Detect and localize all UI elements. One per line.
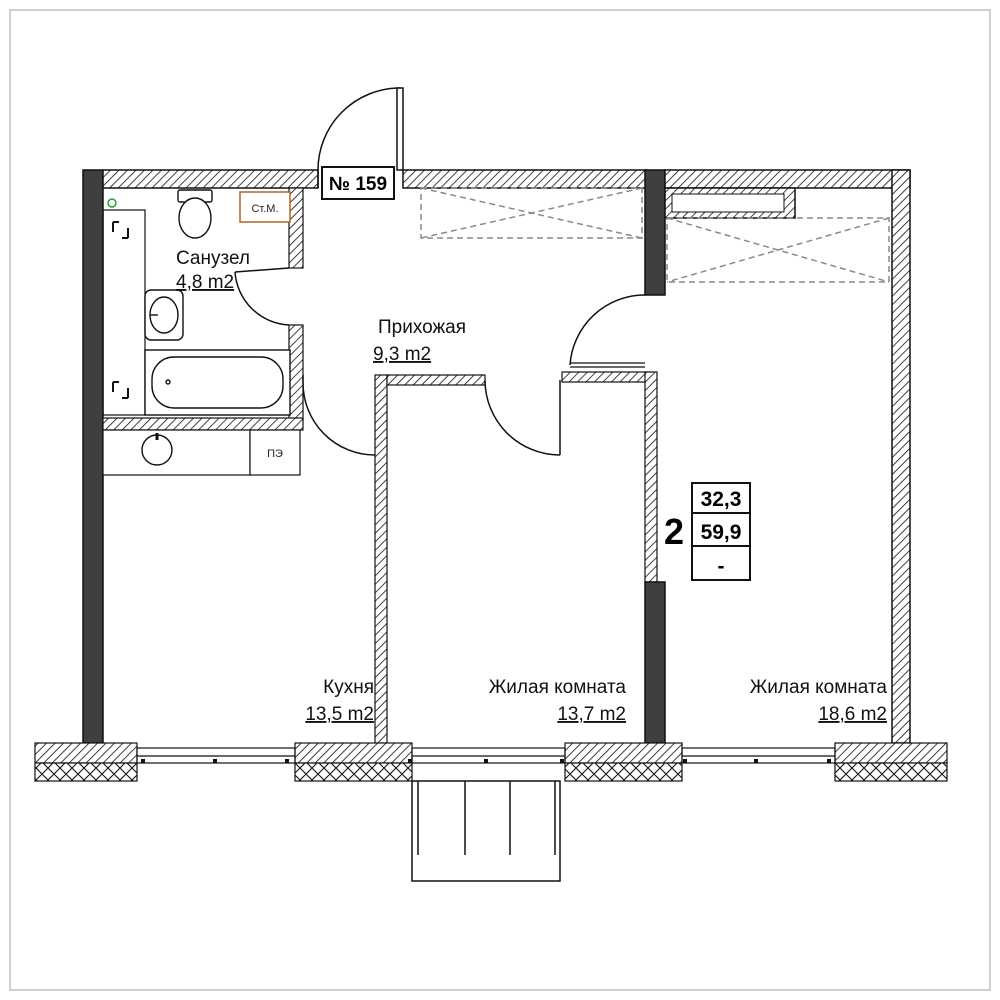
hallway-area: 9,3 m2 [373,344,431,365]
kitchen-door [302,382,376,456]
kitchen-area: 13,5 m2 [305,704,374,725]
living-room-2-door [569,294,646,366]
bathtub-icon [144,349,291,416]
bottom-wall [34,742,948,782]
living-room-2-name: Жилая комната [750,677,888,698]
toilet-icon [177,189,213,239]
balcony [411,780,561,882]
living-room-1-door [484,379,561,456]
living-room-1-area: 13,7 m2 [557,704,626,725]
panel-label: ПЭ [267,448,283,460]
corner-marker-top [112,221,129,239]
sink-icon [144,289,184,341]
rooms-count: 2 [664,511,684,552]
page-frame [9,9,991,991]
bathroom-name: Санузел [176,248,250,269]
area-summary: 2 32,3 59,9 - [664,482,751,581]
kitchen-name: Кухня [323,677,374,698]
overhead-zones [420,187,890,283]
living-area-value: 32,3 [701,488,742,511]
extra-value: - [718,555,725,578]
bathroom-area: 4,8 m2 [176,272,234,293]
doors [234,87,646,456]
bathroom-fixtures [102,189,291,476]
living-room-1-name: Жилая комната [489,677,627,698]
corner-marker-bottom [112,381,129,399]
apartment-number: № 159 [329,174,387,195]
shaft-label: Ст.М. [251,203,278,215]
apartment-number-box [321,166,395,200]
total-area-value: 59,9 [701,521,742,544]
panel-box [249,429,301,476]
bathroom-door [234,271,290,326]
status-dot [107,198,117,208]
shaft-box [239,191,291,223]
entrance-door [317,87,401,171]
living-room-2-area: 18,6 m2 [818,704,887,725]
hallway-name: Прихожая [378,317,466,338]
